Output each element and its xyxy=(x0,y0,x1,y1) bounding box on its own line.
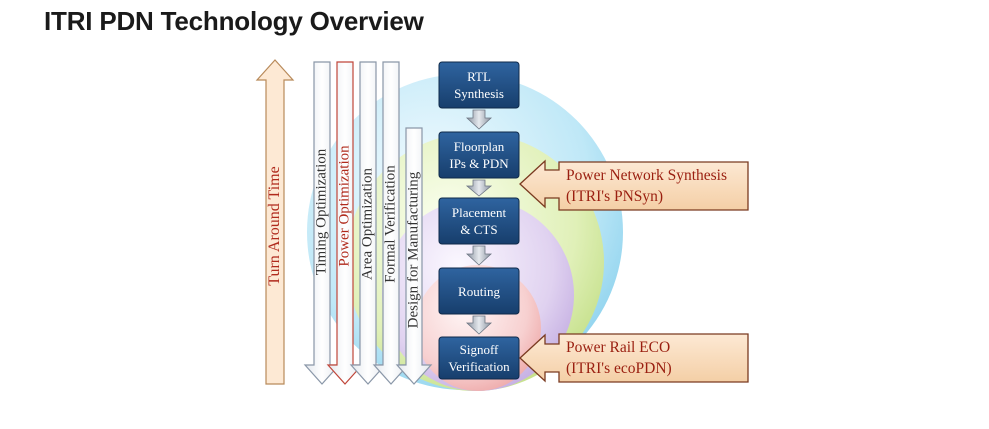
stage-rtl-synthesis: RTL Synthesis xyxy=(454,69,504,101)
ecopdn-callout-title: Power Rail ECO xyxy=(566,339,671,356)
turn-around-time-label: Turn Around Time xyxy=(266,166,283,286)
flow-arrow-3 xyxy=(465,245,493,266)
stage-box-placement xyxy=(438,197,520,245)
timing-optimization-arrow xyxy=(303,61,341,385)
formal-verification-arrow xyxy=(372,61,410,385)
flow-arrow-2 xyxy=(465,179,493,197)
stage-placement-cts: Placement & CTS xyxy=(451,205,507,237)
ecopdn-callout-shape xyxy=(519,333,749,383)
ecopdn-callout-subtitle: (ITRI's ecoPDN) xyxy=(566,360,672,377)
stage-box-signoff xyxy=(438,336,520,380)
stage-box-rtl-synthesis xyxy=(438,61,520,109)
page-title: ITRI PDN Technology Overview xyxy=(44,6,424,36)
design-for-manufacturing-label: Design for Manufacturing xyxy=(405,171,422,329)
flow-arrow-4 xyxy=(465,315,493,335)
stage-signoff-verification: Signoff Verification xyxy=(448,342,510,374)
formal-verification-label: Formal Verification xyxy=(382,165,399,283)
timing-optimization-label: Timing Optimization xyxy=(313,148,330,276)
pnsyn-callout-title: Power Network Synthesis xyxy=(566,167,728,184)
area-optimization-label: Area Optimization xyxy=(359,167,376,281)
stage-routing: Routing xyxy=(458,283,500,299)
flow-arrow-1 xyxy=(465,109,493,130)
ecopdn-callout: Power Rail ECO (ITRI's ecoPDN) xyxy=(566,337,672,379)
pnsyn-callout-subtitle: (ITRI's PNSyn) xyxy=(566,188,664,205)
stage-box-routing xyxy=(438,267,520,315)
area-optimization-arrow xyxy=(349,61,387,385)
pnsyn-callout: Power Network Synthesis (ITRI's PNSyn) xyxy=(566,165,727,207)
stage-floorplan: Floorplan IPs & PDN xyxy=(449,139,509,171)
pnsyn-callout-shape xyxy=(519,159,749,211)
turn-around-time-arrow xyxy=(255,59,295,385)
power-optimization-label: Power Optimization xyxy=(336,145,353,267)
power-optimization-arrow xyxy=(326,61,364,385)
design-for-manufacturing-arrow xyxy=(395,127,433,385)
stage-box-floorplan xyxy=(438,131,520,179)
